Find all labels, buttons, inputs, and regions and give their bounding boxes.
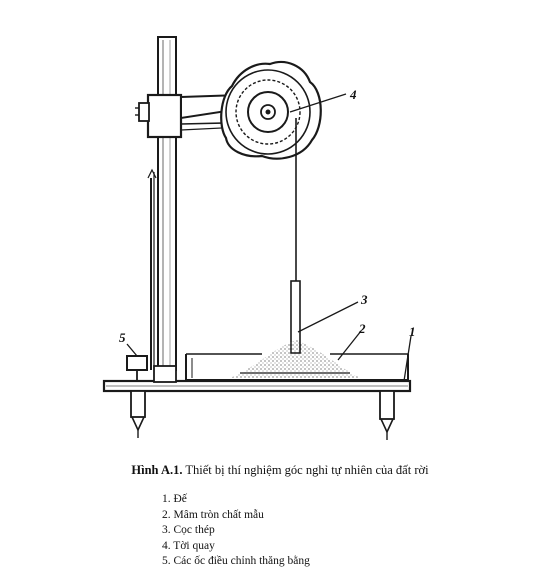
- parts-legend: 1. Đế 2. Mâm tròn chất mẫu 3. Cọc thép 4…: [162, 492, 310, 570]
- legend-item: 1. Đế: [162, 493, 187, 505]
- part-label-3: 3: [360, 292, 368, 307]
- part-label-1: 1: [409, 324, 416, 339]
- base-plate: [102, 365, 412, 393]
- winch-drum: [220, 60, 322, 160]
- part-label-2: 2: [358, 321, 366, 336]
- figure-caption: Hình A.1. Thiết bị thí nghiệm góc nghỉ t…: [0, 462, 560, 478]
- leveling-screw-right: [379, 390, 395, 440]
- legend-item: 5. Các ốc điều chỉnh thăng bằng: [162, 555, 310, 568]
- part-label-5: 5: [119, 330, 126, 345]
- support-column: [157, 36, 177, 371]
- legend-item: 3. Cọc thép: [162, 524, 215, 537]
- leveling-screw-left: [126, 355, 148, 438]
- apparatus-drawing: 4 3 2 1 5: [102, 36, 416, 440]
- caption-text: Thiết bị thí nghiệm góc nghỉ tự nhiên củ…: [185, 463, 429, 477]
- caption-label: Hình A.1.: [131, 463, 183, 477]
- legend-item: 4. Tời quay: [162, 539, 215, 552]
- sand-heap: [230, 340, 360, 378]
- leader-lines: [126, 93, 412, 382]
- part-label-4: 4: [349, 87, 357, 102]
- side-rod: [147, 168, 157, 370]
- column-clamp: [135, 93, 183, 139]
- sample-tray: [185, 353, 409, 381]
- legend-item: 2. Mâm tròn chất mẫu: [162, 508, 264, 521]
